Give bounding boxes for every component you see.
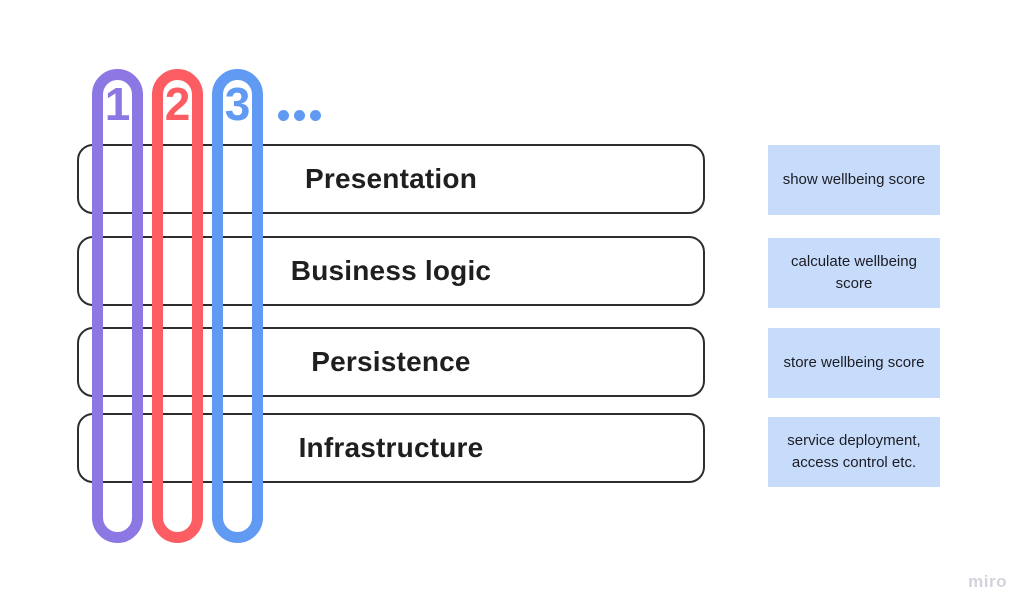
miro-watermark: miro	[968, 572, 1007, 591]
note-text: store wellbeing score	[783, 354, 925, 372]
layer-box-persistence[interactable]: Persistence	[77, 327, 705, 397]
layer-label-presentation: Presentation	[305, 163, 477, 194]
note-service-deployment[interactable]: service deployment, access control etc.	[768, 417, 940, 487]
note-text: service deployment, access control etc.	[787, 432, 921, 471]
slice-pill-1[interactable]: 1	[92, 69, 143, 543]
note-store-wellbeing-score[interactable]: store wellbeing score	[768, 328, 940, 398]
layer-label-persistence: Persistence	[311, 346, 471, 377]
note-text: calculate wellbeing score	[791, 253, 917, 292]
ellipsis-dot-icon	[294, 110, 305, 121]
layer-box-presentation[interactable]: Presentation	[77, 144, 705, 214]
note-text: show wellbeing score	[782, 171, 926, 189]
slice-pill-3[interactable]: 3	[212, 69, 263, 543]
more-slices-ellipsis[interactable]	[278, 110, 321, 121]
ellipsis-dot-icon	[278, 110, 289, 121]
layer-box-infrastructure[interactable]: Infrastructure	[77, 413, 705, 483]
slice-number-1: 1	[104, 78, 131, 130]
layer-label-infrastructure: Infrastructure	[298, 432, 484, 463]
slice-pill-2[interactable]: 2	[152, 69, 203, 543]
slice-number-3: 3	[224, 78, 251, 130]
note-calculate-wellbeing-score[interactable]: calculate wellbeing score	[768, 238, 940, 308]
slice-number-2: 2	[164, 78, 191, 130]
ellipsis-dot-icon	[310, 110, 321, 121]
note-show-wellbeing-score[interactable]: show wellbeing score	[768, 145, 940, 215]
layer-label-business-logic: Business logic	[290, 255, 492, 286]
layer-box-business-logic[interactable]: Business logic	[77, 236, 705, 306]
